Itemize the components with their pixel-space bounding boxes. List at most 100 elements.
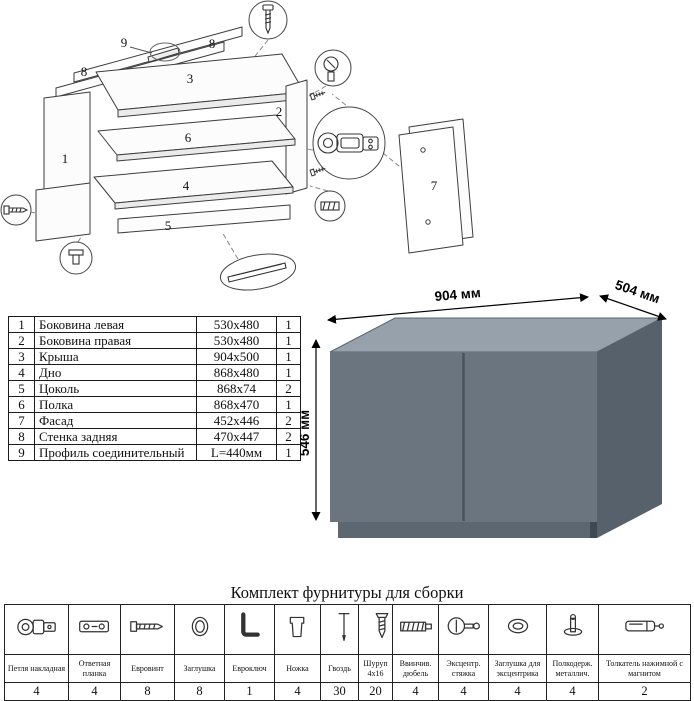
hardware-item-qty: 30 xyxy=(320,682,359,701)
plinth-panel-2 xyxy=(35,182,91,242)
part-name: Полка xyxy=(34,396,197,413)
hardware-item-qty: 8 xyxy=(120,682,175,701)
nail-icon xyxy=(320,604,359,655)
hardware-item-name: Шуруп 4x16 xyxy=(358,654,393,683)
hardware-item-qty: 4 xyxy=(4,682,69,701)
hinge-plate-icon xyxy=(362,136,379,151)
hardware-item-qty: 4 xyxy=(68,682,121,701)
callout-profile xyxy=(219,253,297,291)
part-label-2: 2 xyxy=(276,104,283,119)
screw-icon xyxy=(309,167,326,177)
door-panel-front xyxy=(398,126,464,254)
door-hinge-hole xyxy=(425,219,431,225)
part-size: 868x480 xyxy=(196,364,277,381)
hex-key-icon xyxy=(224,604,275,655)
cabinet-3d-view: 546 мм 904 мм 504 мм xyxy=(300,280,667,538)
cam-cap-icon xyxy=(488,604,547,655)
part-qty: 2 xyxy=(276,428,301,445)
hardware-item-qty: 2 xyxy=(598,682,691,701)
label-9-leader xyxy=(129,46,153,54)
part-name: Боковина правая xyxy=(34,332,197,349)
hardware-item-name: Евровинт xyxy=(120,654,175,683)
depth-dimension-label: 504 мм xyxy=(613,280,662,306)
cap-icon xyxy=(174,604,225,655)
part-label-8a: 8 xyxy=(81,64,88,79)
part-qty: 1 xyxy=(276,396,301,413)
callout-screw-top xyxy=(248,0,288,40)
part-label-1: 1 xyxy=(62,151,69,166)
hardware-item-name: Гвоздь xyxy=(320,654,359,683)
screw-icon xyxy=(309,91,326,101)
part-qty: 2 xyxy=(276,380,301,397)
strike-plate-icon xyxy=(68,604,121,655)
hinge-cup-icon xyxy=(317,132,339,154)
push-latch-icon xyxy=(598,604,691,655)
part-size: 868x470 xyxy=(196,396,277,413)
hinge-icon xyxy=(4,604,69,655)
part-label-3: 3 xyxy=(187,71,194,86)
part-num: 9 xyxy=(8,444,35,461)
part-size: 452x446 xyxy=(196,412,277,429)
screw-icon xyxy=(358,604,393,655)
part-num: 2 xyxy=(8,332,35,349)
callout-dowel xyxy=(314,190,346,222)
hardware-item-qty: 4 xyxy=(438,682,489,701)
width-dimension-arrow xyxy=(327,293,589,324)
callout-cam xyxy=(314,49,352,87)
depth-dimension-arrow xyxy=(599,294,667,321)
part-name: Профиль соединительный xyxy=(34,444,197,461)
right-side-panel xyxy=(285,79,308,195)
part-num: 4 xyxy=(8,364,35,381)
hardware-item-qty: 20 xyxy=(358,682,393,701)
hardware-item-qty: 4 xyxy=(488,682,547,701)
part-name: Дно xyxy=(34,364,197,381)
part-qty: 1 xyxy=(276,444,301,461)
hardware-item-qty: 4 xyxy=(274,682,321,701)
part-size: 530x480 xyxy=(196,316,277,333)
part-name: Боковина левая xyxy=(34,316,197,333)
hardware-item-name: Эксцентр. стяжка xyxy=(438,654,489,683)
part-num: 1 xyxy=(8,316,35,333)
part-qty: 1 xyxy=(276,316,301,333)
hardware-item-name: Петля накладная xyxy=(4,654,69,683)
hardware-item-qty: 4 xyxy=(392,682,439,701)
part-qty: 1 xyxy=(276,332,301,349)
cabinet-side-face xyxy=(597,318,662,538)
part-label-6: 6 xyxy=(185,130,192,145)
cabinet-plinth-shadow xyxy=(590,522,597,538)
cabinet-parts-group xyxy=(35,26,474,254)
part-size: L=440мм xyxy=(196,444,277,461)
hardware-item-name: Толкатель нажимной с магнитом xyxy=(598,654,691,683)
hardware-item-qty: 8 xyxy=(174,682,225,701)
euro-screw-icon xyxy=(120,604,175,655)
hardware-item-name: Ответная планка xyxy=(68,654,121,683)
part-name: Фасад xyxy=(34,412,197,429)
part-size: 868x74 xyxy=(196,380,277,397)
shelf-support-icon xyxy=(546,604,599,655)
part-name: Крыша xyxy=(34,348,197,365)
hardware-item-name: Полкодерж. металлич. xyxy=(546,654,599,683)
hardware-icons-row xyxy=(4,604,691,655)
hardware-item-name: Заглушка для эксцентрика xyxy=(488,654,547,683)
hardware-item-name: Ввинчив. дюбель xyxy=(392,654,439,683)
part-label-7: 7 xyxy=(431,178,438,193)
hardware-item-name: Евроключ xyxy=(224,654,275,683)
hardware-item-name: Ножка xyxy=(274,654,321,683)
part-name: Стенка задняя xyxy=(34,428,197,445)
part-label-8b: 8 xyxy=(209,36,216,51)
part-number-labels: 9 8 8 3 1 2 6 4 5 7 xyxy=(62,35,438,233)
width-dimension-label: 904 мм xyxy=(434,285,481,304)
hardware-item-qty: 4 xyxy=(546,682,599,701)
hardware-item-name: Заглушка xyxy=(174,654,225,683)
